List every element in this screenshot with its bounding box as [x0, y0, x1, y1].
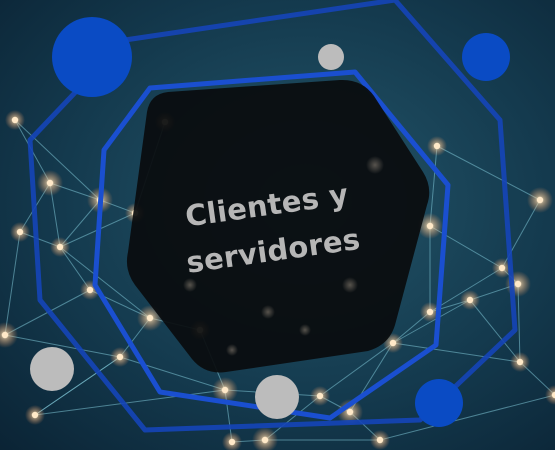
network-link: [119, 356, 226, 391]
gray-dot-icon: [255, 375, 299, 419]
network-node-glow: [0, 322, 18, 348]
network-node: [536, 196, 544, 204]
network-node: [466, 296, 474, 304]
network-node: [221, 386, 229, 394]
network-link: [436, 145, 541, 201]
blue-dot-icon: [415, 379, 463, 427]
network-node-glow: [545, 385, 555, 405]
network-node: [116, 353, 124, 361]
inner-hexagon-frame: [92, 69, 451, 421]
network-node: [346, 408, 354, 416]
network-link: [379, 394, 555, 441]
network-node: [514, 280, 522, 288]
network-node: [433, 142, 441, 150]
hexagon-shape-icon: [126, 79, 430, 373]
network-node: [1, 331, 9, 339]
network-link: [469, 299, 521, 363]
network-node: [11, 116, 19, 124]
network-link: [34, 356, 121, 416]
network-node: [261, 436, 269, 444]
network-node: [46, 179, 54, 187]
network-node: [376, 436, 384, 444]
hexagon-inner-glows: [183, 156, 384, 356]
network-node: [498, 264, 506, 272]
gray-dot-icon: [318, 44, 344, 70]
network-link: [34, 389, 226, 416]
network-link: [392, 342, 521, 363]
network-link: [429, 267, 503, 313]
network-node: [426, 222, 434, 230]
gray-dot-icon: [30, 347, 74, 391]
network-node: [551, 391, 555, 399]
network-node: [316, 392, 324, 400]
outer-hexagon-frame: [27, 0, 518, 433]
network-node: [389, 339, 397, 347]
network-node: [16, 228, 24, 236]
network-link: [4, 334, 121, 358]
network-node: [228, 438, 236, 446]
network-link: [517, 283, 521, 363]
network-node: [516, 358, 524, 366]
network-link: [59, 246, 151, 319]
network-link: [429, 145, 438, 227]
blue-dot-icon: [462, 33, 510, 81]
network-node: [146, 314, 154, 322]
network-node: [31, 411, 39, 419]
network-link: [319, 342, 394, 397]
network-node: [86, 286, 94, 294]
large-blue-dot-icon: [52, 17, 132, 97]
network-link: [14, 119, 101, 201]
network-node: [56, 243, 64, 251]
network-node: [426, 308, 434, 316]
network-link: [4, 231, 21, 336]
